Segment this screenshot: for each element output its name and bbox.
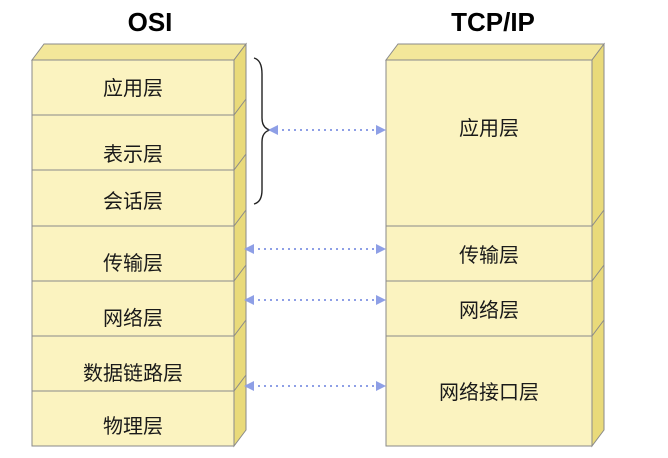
osi-layer-label: 网络层 xyxy=(103,306,163,330)
tcpip-layer-label: 网络接口层 xyxy=(439,380,539,404)
osi-layer-application: 应用层 xyxy=(31,59,235,116)
osi-side-dividers xyxy=(233,98,247,392)
arrow-head-right xyxy=(376,295,386,305)
osi-layer-data-link: 数据链路层 xyxy=(31,335,235,392)
tcpip-stack-side-face xyxy=(591,42,605,448)
tcpip-layer-label: 应用层 xyxy=(459,116,519,140)
arrow-head-right xyxy=(376,381,386,391)
osi-layer-label: 数据链路层 xyxy=(83,361,183,385)
tcpip-layer-transport: 传输层 xyxy=(385,225,593,282)
osi-layer-label: 会话层 xyxy=(103,189,163,213)
arrow-head-left xyxy=(244,381,254,391)
tcpip-layer-network-interface: 网络接口层 xyxy=(385,335,593,447)
osi-layer-network: 网络层 xyxy=(31,280,235,337)
arrow-heads xyxy=(244,125,386,391)
osi-stack-top-face xyxy=(31,43,247,61)
mapping-arrows xyxy=(252,129,376,387)
osi-layer-physical: 物理层 xyxy=(31,390,235,447)
arrow-head-left xyxy=(244,295,254,305)
tcpip-layer-network: 网络层 xyxy=(385,280,593,337)
osi-layer-label: 传输层 xyxy=(103,251,163,275)
osi-layer-session: 会话层 xyxy=(31,169,235,227)
arrow-head-right xyxy=(376,125,386,135)
osi-layer-label: 应用层 xyxy=(103,76,163,100)
osi-layer-label: 表示层 xyxy=(103,142,163,166)
tcpip-layer-label: 传输层 xyxy=(459,243,519,267)
arrow-head-left xyxy=(244,244,254,254)
tcpip-layer-application: 应用层 xyxy=(385,59,593,227)
arrow-head-right xyxy=(376,244,386,254)
tcpip-side-dividers xyxy=(591,209,605,337)
osi-title: OSI xyxy=(128,7,173,37)
tcpip-title: TCP/IP xyxy=(451,7,535,37)
osi-layer-transport: 传输层 xyxy=(31,225,235,282)
osi-stack-side-face xyxy=(233,42,247,448)
arrow-head-left xyxy=(268,125,278,135)
osi-layer-label: 物理层 xyxy=(103,414,163,438)
tcpip-layer-label: 网络层 xyxy=(459,298,519,322)
osi-layer-presentation: 表示层 xyxy=(31,114,235,171)
tcpip-stack-top-face xyxy=(385,43,605,61)
upper-layers-brace xyxy=(253,57,271,205)
